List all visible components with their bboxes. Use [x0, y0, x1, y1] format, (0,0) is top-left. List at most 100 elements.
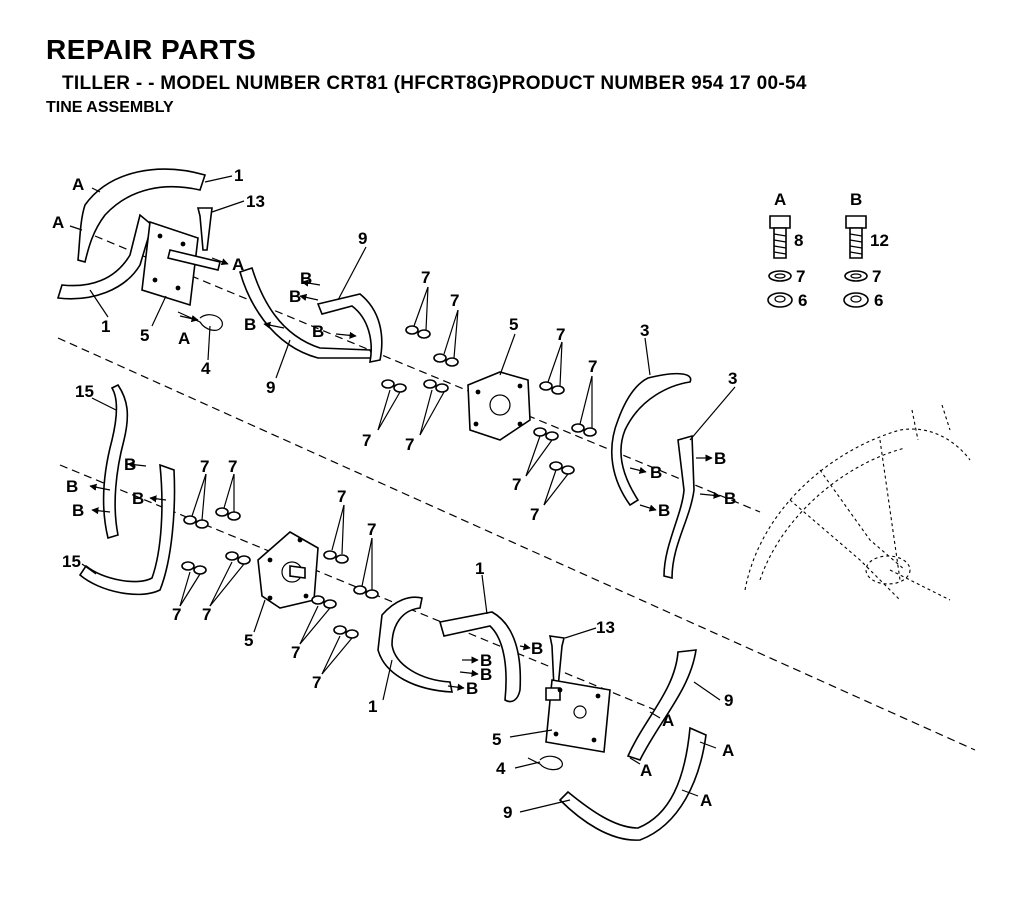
callout-7: 7 — [362, 431, 371, 450]
callout-13: 13 — [596, 618, 615, 637]
callout-b: B — [132, 489, 144, 508]
callout-b: B — [714, 449, 726, 468]
tine-1-lower-a — [377, 596, 453, 693]
bolt-b-icon — [845, 215, 867, 259]
legend-b-bolt: 12 — [870, 231, 889, 250]
tiller-housing-outline — [744, 404, 971, 601]
callout-7: 7 — [405, 435, 414, 454]
callout-7: 7 — [337, 487, 346, 506]
section-title: TINE ASSEMBLY — [46, 99, 174, 116]
callout-7: 7 — [172, 605, 181, 624]
legend-b-lockwasher: 7 — [872, 267, 881, 286]
callout-b: B — [466, 679, 478, 698]
callout-b: B — [480, 665, 492, 684]
callout-a: A — [52, 213, 64, 232]
callout-5: 5 — [244, 631, 253, 650]
callout-b: B — [72, 501, 84, 520]
callout-a: A — [640, 761, 652, 780]
callout-a: A — [700, 791, 712, 810]
callout-a: A — [72, 175, 84, 194]
model-subtitle: TILLER - - MODEL NUMBER CRT81 (HFCRT8G)P… — [62, 73, 807, 94]
callout-1: 1 — [475, 559, 484, 578]
legend-a-lockwasher: 7 — [796, 267, 805, 286]
flange-5-lower — [545, 679, 611, 753]
callout-a: A — [232, 255, 244, 274]
upper-shaft-axis — [94, 235, 761, 513]
callout-3: 3 — [728, 369, 737, 388]
tine-3-upper-a — [611, 372, 692, 507]
callout-b: B — [289, 287, 301, 306]
callout-b: B — [650, 463, 662, 482]
callout-b: B — [66, 477, 78, 496]
tine-15-b — [78, 463, 176, 596]
callout-9: 9 — [358, 229, 367, 248]
callout-a: A — [178, 329, 190, 348]
tine-3-upper-b — [663, 434, 695, 580]
callout-5: 5 — [492, 730, 501, 749]
callout-1: 1 — [368, 697, 377, 716]
callout-7: 7 — [228, 457, 237, 476]
callout-7: 7 — [200, 457, 209, 476]
callout-15: 15 — [75, 382, 94, 401]
callout-9: 9 — [266, 378, 275, 397]
callout-7: 7 — [450, 291, 459, 310]
hub-5-upper — [467, 371, 531, 441]
callout-7: 7 — [202, 605, 211, 624]
callout-5: 5 — [509, 315, 518, 334]
legend-b-nut: 6 — [874, 291, 883, 310]
callout-b: B — [244, 315, 256, 334]
callout-b: B — [300, 269, 312, 288]
tine-9-lower-a — [626, 649, 697, 761]
legend-a-letter: A — [774, 190, 786, 209]
callout-a: A — [662, 711, 674, 730]
callout-7: 7 — [512, 475, 521, 494]
lockwasher-a-icon — [768, 270, 792, 282]
callout-7: 7 — [556, 325, 565, 344]
bolt-a-icon — [769, 215, 791, 259]
callout-b: B — [312, 322, 324, 341]
callout-1: 1 — [234, 166, 243, 185]
callout-7: 7 — [312, 673, 321, 692]
callout-a: A — [722, 741, 734, 760]
legend-a-nut: 6 — [798, 291, 807, 310]
tine-15-a — [102, 383, 129, 540]
tine-1-upper-b — [56, 213, 153, 300]
callout-9: 9 — [724, 691, 733, 710]
callout-7: 7 — [291, 643, 300, 662]
callout-15: 15 — [62, 552, 81, 571]
hardware-legend: A B 8 12 7 7 6 — [767, 190, 889, 310]
tine-9-lower-b — [558, 726, 707, 841]
callout-3: 3 — [640, 321, 649, 340]
callout-13: 13 — [246, 192, 265, 211]
clip-4-lower — [527, 755, 563, 771]
callout-b: B — [724, 489, 736, 508]
nut-b-icon — [843, 292, 869, 308]
callout-4: 4 — [201, 359, 211, 378]
legend-a-bolt: 8 — [794, 231, 803, 250]
callout-1: 1 — [101, 317, 110, 336]
callout-7: 7 — [421, 268, 430, 287]
pin-13-upper — [196, 207, 213, 251]
legend-b-letter: B — [850, 190, 862, 209]
page-title: REPAIR PARTS — [46, 34, 257, 65]
nut-a-icon — [767, 292, 793, 308]
callout-7: 7 — [367, 520, 376, 539]
callout-b: B — [124, 455, 136, 474]
callout-4: 4 — [496, 759, 506, 778]
callout-7: 7 — [588, 357, 597, 376]
callout-b: B — [480, 651, 492, 670]
leader-lines — [69, 175, 736, 813]
tine-1-lower-b — [438, 611, 522, 703]
callout-b: B — [531, 639, 543, 658]
callout-9: 9 — [503, 803, 512, 822]
tine-9-upper-a — [239, 266, 376, 359]
clip-4-upper — [177, 311, 223, 331]
callout-labels: 1 13 A A A A 1 5 4 9 B B B B 9 7 7 7 7 5… — [52, 166, 737, 822]
lockwasher-b-icon — [844, 270, 868, 282]
divider-dashed-line — [57, 337, 976, 751]
callout-5: 5 — [140, 326, 149, 345]
tine-1-upper — [77, 168, 207, 263]
tine-9-upper-b — [316, 293, 383, 364]
callout-b: B — [658, 501, 670, 520]
